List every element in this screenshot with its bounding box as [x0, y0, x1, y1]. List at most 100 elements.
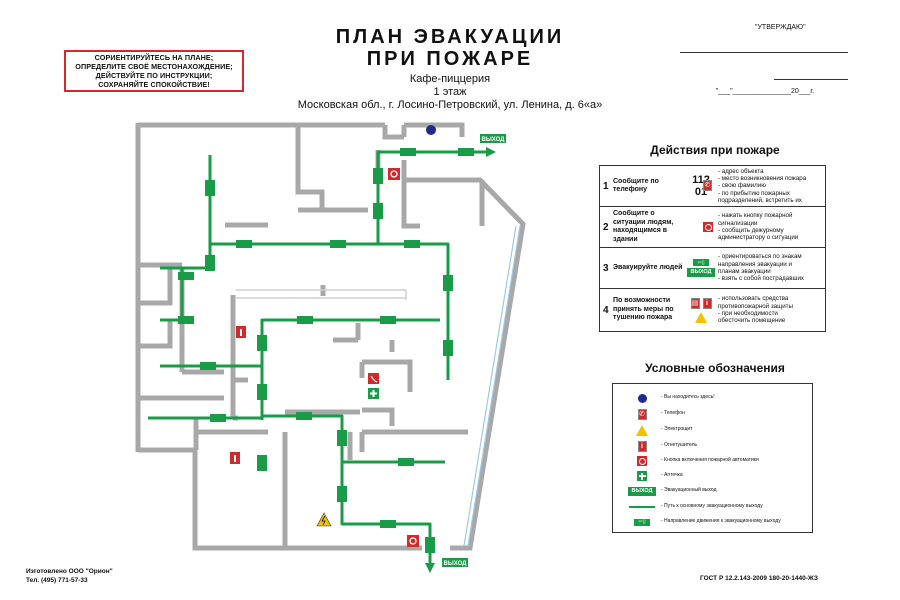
first-aid-icon [368, 388, 379, 399]
floor-label: 1 этаж [433, 86, 467, 98]
desc-line: планам эвакуации [718, 268, 771, 275]
manufacturer: Изготовлено ООО "Орион" [26, 568, 113, 575]
fire-alarm-button-icon [388, 168, 400, 180]
legend: - Вы находитесь здесь! ✆ - Телефон - Эле… [612, 383, 813, 533]
legend-icon-cell: i [623, 439, 661, 453]
exit-sign-text: ВЫХОД [482, 137, 506, 143]
legend-icon-cell: ✆ [623, 407, 661, 421]
title-line-2: ПРИ ПОЖАРЕ [366, 48, 534, 70]
legend-item: - Путь к основному эвакуационному выходу [613, 500, 813, 514]
title-line-1: ПЛАН ЭВАКУАЦИИ [335, 26, 565, 48]
desc-line: сигнализации [718, 219, 758, 227]
phone-icon [368, 373, 379, 384]
action-icon-cell: ⇦▯ ВЫХОД [684, 248, 718, 288]
action-row: 3 Эвакуируйте людей ⇦▯ ВЫХОД - ориентиро… [600, 248, 825, 289]
legend-item: - Аптечка [613, 469, 813, 483]
action-row: 2 Сообщите о ситуации людям, находящимся… [600, 207, 825, 248]
action-row: 1 Сообщите по телефону 112 01 ✆ - адрес … [600, 166, 825, 207]
page-title: ПЛАН ЭВАКУАЦИИ ПРИ ПОЖАРЕ [300, 26, 600, 70]
desc-line: подразделений, встретить их [718, 196, 802, 204]
action-text: Эвакуируйте людей [613, 263, 683, 271]
desc-line: администратору о ситуации [718, 234, 799, 242]
legend-label: - Направление движения к эвакуационному … [661, 518, 781, 524]
desc-line: направления эвакуации и [718, 260, 792, 268]
electric-hazard-icon [695, 311, 707, 323]
desc-line: - место возникновения пожара [718, 175, 807, 183]
extinguisher-icon [236, 326, 246, 338]
thin-lines [236, 289, 407, 300]
legend-label: - Электрощит [661, 426, 693, 432]
desc-line: - свою фамилию [718, 182, 766, 190]
fire-alarm-button-icon [637, 456, 647, 466]
action-description: - использовать средства противопожарной … [718, 289, 826, 331]
warning-line: СОХРАНЯЙТЕ СПОКОЙСТВИЕ! [98, 80, 210, 89]
direction-sign-icon: ⇦▯ [693, 259, 709, 266]
electric-hazard-icon [636, 424, 648, 436]
exit-sign: ВЫХОД [442, 558, 468, 567]
action-icon-cell [684, 207, 718, 247]
desc-line: противопожарной защиты [718, 302, 793, 310]
walls [135, 122, 526, 551]
actions-title: Действия при пожаре [650, 143, 780, 157]
direction-sign-icon: ⇦▯ [634, 518, 650, 526]
extinguisher-icon [230, 452, 240, 464]
electric-hazard-icon [316, 512, 332, 527]
extinguisher-icon: i [637, 440, 647, 452]
legend-item: - Электрощит [613, 423, 813, 437]
legend-icon-cell [623, 423, 661, 437]
exit-sign-icon: ВЫХОД [687, 268, 715, 277]
glass-facade [463, 225, 521, 547]
phone-icon: ✆ [637, 408, 647, 420]
warning-line: СОРИЕНТИРУЙТЕСЬ НА ПЛАНЕ; [94, 53, 214, 62]
desc-line: - нажать кнопку пожарной [718, 212, 793, 220]
exit-sign: ВЫХОД [480, 134, 506, 143]
legend-item: - Кнопка включения пожарной автоматики [613, 454, 813, 468]
legend-label: - Телефон [661, 410, 685, 416]
manufacturer-info: Изготовлено ООО "Орион" Тел. (495) 771-5… [26, 568, 113, 585]
actions-table: 1 Сообщите по телефону 112 01 ✆ - адрес … [599, 165, 826, 332]
desc-line: - при необходимости [718, 310, 778, 317]
legend-label: - Кнопка включения пожарной автоматики [661, 457, 759, 463]
subtitle: Кафе-пиццерия 1 этаж Московская обл., г.… [260, 73, 640, 112]
fire-alarm-button-icon [407, 535, 419, 547]
action-text: Сообщите по телефону [613, 177, 659, 194]
action-number: 1 [603, 180, 609, 192]
desc-line: - взять с собой пострадавших [718, 275, 804, 283]
warning-line: ОПРЕДЕЛИТЕ СВОЁ МЕСТОНАХОЖДЕНИЕ; [75, 62, 233, 71]
signature-line [680, 52, 848, 53]
you-are-here-icon [637, 393, 647, 403]
desc-line: - по прибытию пожарных [718, 189, 790, 197]
action-number: 3 [603, 262, 609, 274]
manufacturer-phone: Тел. (495) 771-57-33 [26, 576, 88, 584]
legend-item: ✆ - Телефон [613, 407, 813, 421]
extinguisher-icon: i [702, 297, 712, 309]
fire-hose-icon: ▤ [690, 297, 700, 309]
legend-label: - Путь к основному эвакуационному выходу [661, 503, 763, 509]
action-text: По возможности принять меры по тушению п… [613, 297, 674, 322]
action-description: - нажать кнопку пожарной сигнализации - … [718, 207, 826, 247]
evacuation-path-icon [629, 505, 655, 509]
phone-numbers: 112 01 [684, 166, 718, 206]
action-row: 4 По возможности принять меры по тушению… [600, 289, 825, 331]
action-text: Сообщите о ситуации людям, находящимся в… [613, 210, 674, 243]
gost-reference: ГОСТ Р 12.2.143-2009 180-20-1440-ЖЗ [700, 575, 818, 582]
desc-line: - адрес объекта [718, 167, 764, 175]
action-number: 2 [603, 221, 609, 233]
legend-icon-cell: ВЫХОД [623, 484, 661, 498]
legend-item: i - Огнетушитель [613, 439, 813, 453]
action-number: 4 [603, 304, 609, 316]
desc-line: - сообщить дежурному [718, 227, 784, 234]
legend-icon-cell: ⇦▯ [623, 515, 661, 529]
desc-line: обесточить помещение [718, 317, 786, 325]
signature-line [774, 79, 848, 80]
approval-date: "___"_______________20___г. [715, 88, 815, 95]
desc-line: - использовать средства [718, 295, 789, 303]
fire-alarm-button-icon [703, 222, 713, 232]
direction-signs [178, 148, 474, 553]
action-icon-cell: ▤ i [684, 289, 718, 331]
address: Московская обл., г. Лосино-Петровский, у… [297, 99, 603, 111]
exit-sign-text: ВЫХОД [444, 561, 468, 567]
legend-label: - Эвакуационный выход [661, 487, 717, 493]
legend-item: ⇦▯ - Направление движения к эвакуационно… [613, 515, 813, 529]
